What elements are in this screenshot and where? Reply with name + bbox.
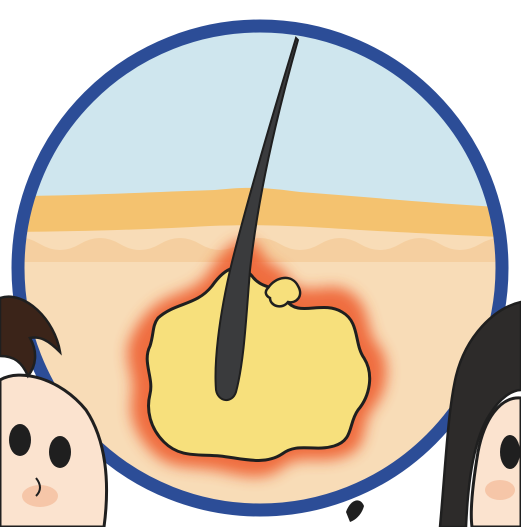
hair-tuft: [346, 500, 364, 522]
boy-eye-left: [9, 424, 31, 456]
girl-cheek: [485, 480, 515, 500]
boy-eye-right: [49, 436, 71, 468]
girl-eye: [500, 435, 520, 469]
